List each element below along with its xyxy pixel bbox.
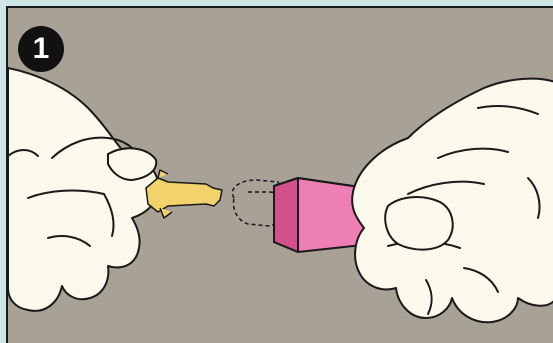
right-thumb-icon bbox=[385, 197, 452, 250]
illustration-scene bbox=[8, 8, 553, 343]
right-hand-icon bbox=[352, 79, 553, 323]
step-number: 1 bbox=[33, 32, 50, 66]
illustration-panel: 1 bbox=[6, 6, 553, 343]
left-hand-icon bbox=[8, 68, 158, 311]
step-number-badge: 1 bbox=[18, 26, 64, 72]
